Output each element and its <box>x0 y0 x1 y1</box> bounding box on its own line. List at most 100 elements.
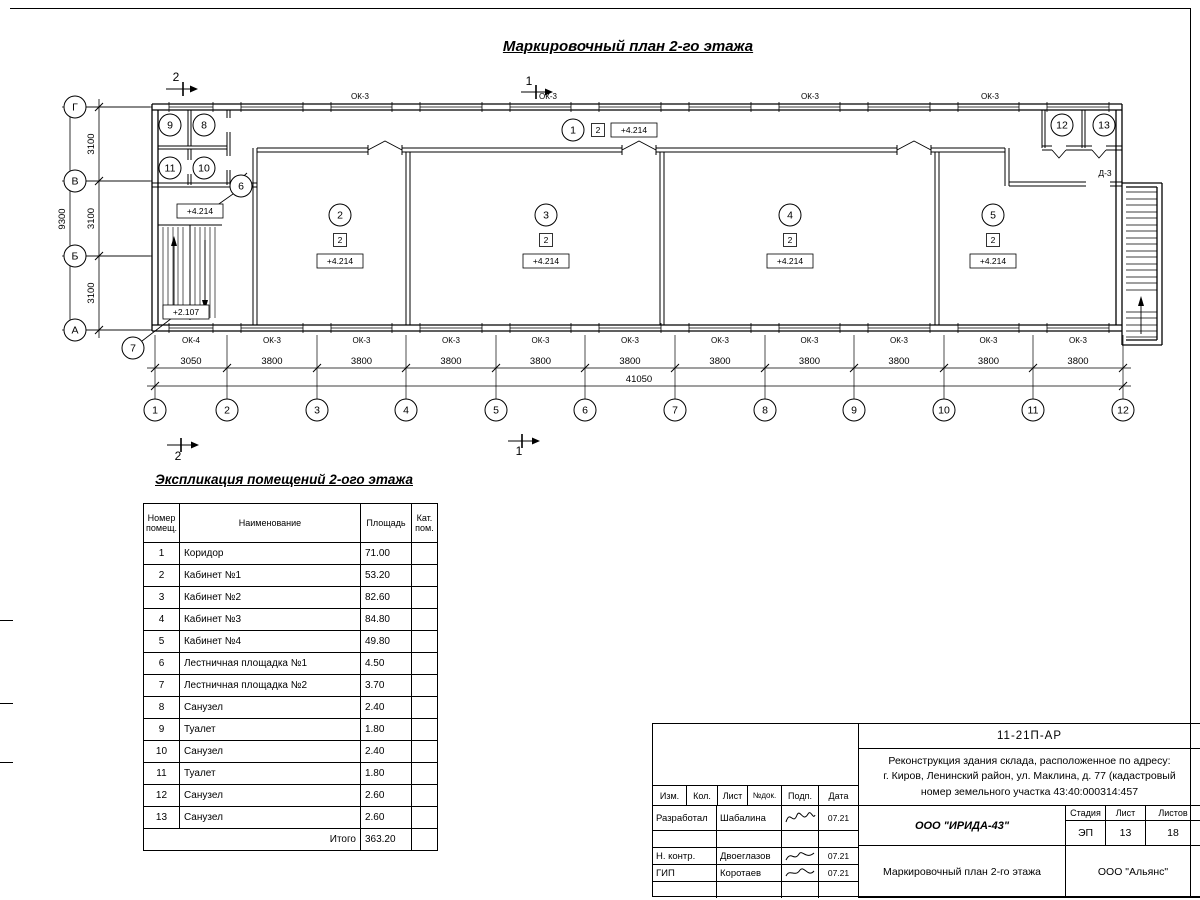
section-mark-label: 1 <box>526 74 533 88</box>
room-name-cell: Санузел <box>178 740 361 763</box>
window-label: ОК-3 <box>801 336 820 345</box>
project-line: г. Киров, Ленинский район, ул. Маклина, … <box>883 770 1176 783</box>
project-line: Реконструкция здания склада, расположенн… <box>888 755 1171 768</box>
total-value: 363.20 <box>359 828 412 851</box>
sheet-value: 13 <box>1106 821 1146 846</box>
col-data: Дата <box>819 786 859 806</box>
col-list: Лист <box>718 786 748 806</box>
axis-label: 5 <box>493 405 499 417</box>
room-name-cell: Туалет <box>178 762 361 785</box>
stage-label: Стадия <box>1066 806 1106 821</box>
room-number-cell: 2 <box>143 564 180 587</box>
window-label: ОК-3 <box>890 336 909 345</box>
zone-mark: 2 <box>544 235 549 245</box>
window-label: ОК-3 <box>1069 336 1088 345</box>
level-mark: +4.214 <box>621 125 648 135</box>
dimension-label: 3800 <box>709 356 730 367</box>
room-cat-cell <box>410 718 438 741</box>
room-name-cell: Санузел <box>178 784 361 807</box>
room-cat-cell <box>410 740 438 763</box>
room-number: 1 <box>570 125 576 137</box>
room-number-cell: 9 <box>143 718 180 741</box>
room-area-cell: 4.50 <box>359 652 412 675</box>
cell <box>410 828 438 851</box>
axis-label: 8 <box>762 405 768 417</box>
role-label: ГИП <box>653 865 717 882</box>
window-label: ОК-3 <box>351 92 370 101</box>
role-label: Разработал <box>653 806 717 831</box>
room-number-cell: 13 <box>143 806 180 829</box>
role-name: Коротаев <box>717 865 782 882</box>
level-mark: +2.107 <box>173 307 200 317</box>
axis-label: 6 <box>582 405 588 417</box>
room-number: 8 <box>201 120 207 132</box>
role-label: Н. контр. <box>653 848 717 865</box>
room-name-cell: Туалет <box>178 718 361 741</box>
dimension-label: 3800 <box>978 356 999 367</box>
room-cat-cell <box>410 630 438 653</box>
room-name-cell: Кабинет №4 <box>178 630 361 653</box>
axis-label: В <box>71 176 78 188</box>
sheet-label: Лист <box>1106 806 1146 821</box>
revision-area <box>653 724 859 786</box>
room-cat-cell <box>410 674 438 697</box>
signature <box>785 812 816 823</box>
company-name: ООО "Альянс" <box>1066 846 1200 898</box>
explication-header-row: Номер помещ. Наименование Площадь Кат. п… <box>143 503 438 543</box>
window-label: ОК-3 <box>980 336 999 345</box>
room-name-cell: Лестничная площадка №2 <box>178 674 361 697</box>
date-cell: 07.21 <box>819 865 859 882</box>
stage-value: ЭП <box>1066 821 1106 846</box>
room-number-cell: 4 <box>143 608 180 631</box>
room-number-cell: 3 <box>143 586 180 609</box>
room-area-cell: 53.20 <box>359 564 412 587</box>
level-mark: +4.214 <box>980 256 1007 266</box>
room-cat-cell <box>410 696 438 719</box>
room-area-cell: 2.40 <box>359 696 412 719</box>
date-cell: 07.21 <box>819 848 859 865</box>
room-name-cell: Лестничная площадка №1 <box>178 652 361 675</box>
axis-label: А <box>71 325 78 337</box>
room-number: 13 <box>1098 120 1110 132</box>
room-cat-cell <box>410 762 438 785</box>
col-header-cat: Кат. пом. <box>410 503 438 543</box>
room-cat-cell <box>410 652 438 675</box>
room-number-cell: 10 <box>143 740 180 763</box>
role-name: Двоеглазов <box>717 848 782 865</box>
window-label: ОК-3 <box>981 92 1000 101</box>
signature-cell <box>782 865 819 882</box>
room-number: 11 <box>165 163 176 175</box>
room-cat-cell <box>410 564 438 587</box>
stairs-annex <box>1126 191 1157 338</box>
room-name-cell: Кабинет №1 <box>178 564 361 587</box>
section-mark-label: 2 <box>173 70 180 84</box>
room-number-cell: 1 <box>143 542 180 565</box>
dimension-label: 3800 <box>1067 356 1088 367</box>
dimension-label: 3050 <box>180 356 201 367</box>
axis-label: Б <box>72 251 79 263</box>
window-label: ОК-3 <box>263 336 282 345</box>
explication-total-row: Итого 363.20 <box>143 828 438 851</box>
room-number: 6 <box>238 181 244 193</box>
room-name-cell: Коридор <box>178 542 361 565</box>
project-description: Реконструкция здания склада, расположенн… <box>859 749 1200 806</box>
col-podp: Подп. <box>782 786 819 806</box>
outer-walls <box>151 103 1163 346</box>
axis-label: 1 <box>152 405 158 417</box>
axis-label: Г <box>72 102 78 114</box>
room-area-cell: 82.60 <box>359 586 412 609</box>
empty-cell <box>819 882 859 898</box>
